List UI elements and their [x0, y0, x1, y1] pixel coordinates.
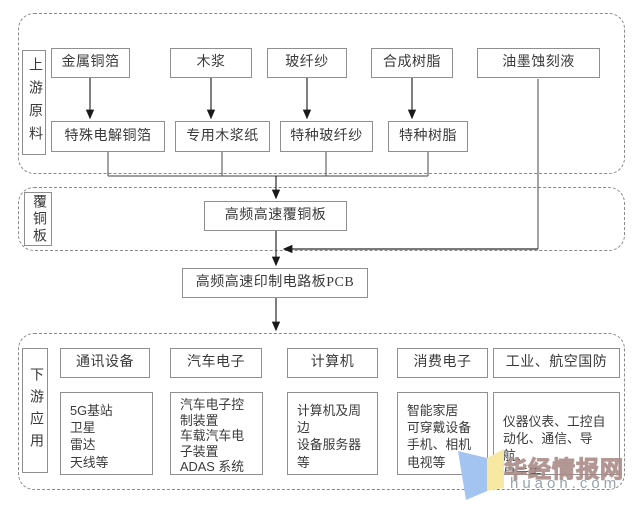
- node-synthetic-resin: 合成树脂: [371, 48, 453, 78]
- ccl-label: 覆铜板: [31, 193, 46, 245]
- node-hf-hs-ccl: 高频高速覆铜板: [204, 201, 347, 231]
- category-consumer-electronics: 消费电子: [397, 348, 488, 378]
- detail-communication-equipment: 5G基站 卫星 雷达 天线等: [60, 392, 153, 475]
- node-special-wood-pulp-paper: 专用木浆纸: [175, 121, 270, 152]
- ccl-region: [18, 187, 625, 251]
- watermark-brand: 华经情报网: [503, 455, 624, 482]
- upstream-label-box: 上游原料: [22, 50, 46, 155]
- upstream-region: [18, 13, 625, 174]
- node-glass-fiber-yarn: 玻纤纱: [267, 48, 347, 78]
- huaon-logo-icon: [455, 446, 509, 504]
- node-special-resin: 特种树脂: [388, 121, 468, 152]
- category-industrial-aerospace-defense: 工业、航空国防: [493, 348, 620, 378]
- node-ink-etching-liquid: 油墨蚀刻液: [477, 48, 600, 78]
- node-metal-copper-foil: 金属铜箔: [51, 48, 130, 78]
- node-hf-hs-pcb: 高频高速印制电路板PCB: [182, 268, 368, 298]
- detail-automotive-electronics: 汽车电子控 制装置 车载汽车电 子装置 ADAS 系统: [170, 392, 263, 475]
- node-special-glass-fiber-yarn: 特种玻纤纱: [280, 121, 373, 152]
- detail-industrial-aerospace-defense: 仪器仪表、工控自 动化、通信、导航、 显示等: [493, 392, 620, 475]
- downstream-label: 下游应用: [28, 366, 43, 455]
- downstream-region: [18, 333, 625, 490]
- downstream-label-box: 下游应用: [22, 348, 48, 473]
- detail-consumer-electronics: 智能家居 可穿戴设备 手机、相机 电视等: [397, 392, 488, 475]
- ccl-label-box: 覆铜板: [24, 192, 52, 246]
- node-wood-pulp: 木浆: [170, 48, 252, 78]
- category-communication-equipment: 通讯设备: [60, 348, 150, 378]
- category-computers: 计算机: [287, 348, 378, 378]
- detail-computers: 计算机及周 边 设备服务器 等: [287, 392, 378, 475]
- category-automotive-electronics: 汽车电子: [170, 348, 262, 378]
- watermark-site: huaon.com: [510, 475, 621, 492]
- upstream-label: 上游原料: [27, 56, 42, 149]
- node-special-electrolytic-copper-foil: 特殊电解铜箔: [51, 121, 165, 152]
